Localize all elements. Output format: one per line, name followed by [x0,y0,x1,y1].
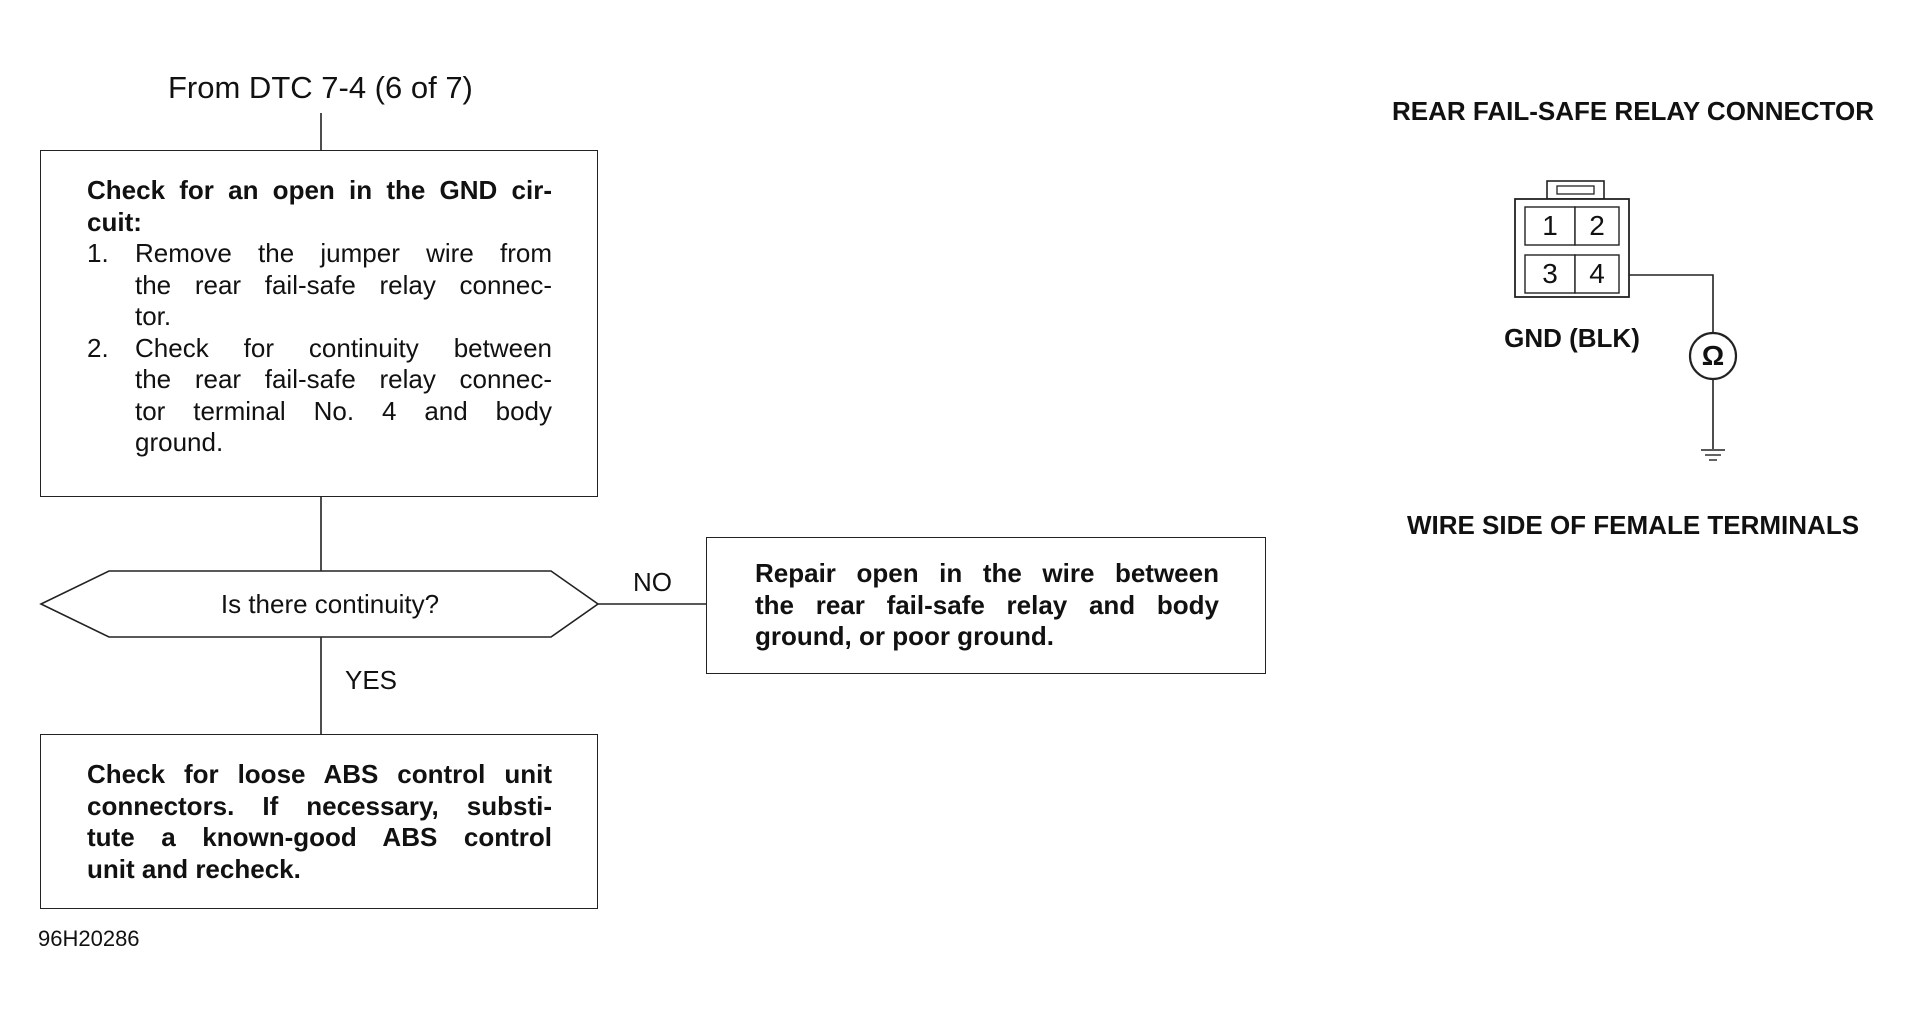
repair-open-text: Repair open in the wire between the rear… [755,558,1219,651]
list-item: 2. Check for continuity between the rear… [87,332,552,458]
ohm-symbol: Ω [1701,340,1725,371]
terminal-cell-4 [1574,254,1620,294]
check-abs-connectors-box: Check for loose ABS control unit connect… [40,734,598,909]
terminal-cell-1 [1524,206,1576,246]
no-label: NO [633,567,672,597]
terminal-4-label: 4 [1589,258,1605,289]
decision-hexagon [39,570,600,638]
ground-symbol-icon [1701,449,1725,461]
decision-question: Is there continuity? [220,589,440,619]
figure-id: 96H20286 [38,926,140,951]
gnd-label: GND (BLK) [1504,323,1640,353]
repair-open-box: Repair open in the wire between the rear… [706,537,1266,674]
terminal-3-label: 3 [1542,258,1558,289]
terminal-cell-2 [1574,206,1620,246]
connector-title: REAR FAIL-SAFE RELAY CONNECTOR [1391,96,1874,126]
yes-label: YES [345,665,398,695]
probe-wire [1629,274,1714,333]
check-gnd-circuit-box: Check for an open in the GND cir- cuit: … [40,150,598,497]
terminal-2-label: 2 [1589,210,1605,241]
terminal-cell-3 [1524,254,1576,294]
from-label: From DTC 7-4 (6 of 7) [168,70,473,105]
step1-list: 1. Remove the jumper wire from the rear … [87,238,552,459]
relay-connector-diagram [1514,180,1738,461]
list-item: 1. Remove the jumper wire from the rear … [87,238,552,331]
check-abs-connectors-text: Check for loose ABS control unit connect… [87,759,552,884]
terminal-1-label: 1 [1542,210,1558,241]
connector-footer: WIRE SIDE OF FEMALE TERMINALS [1406,510,1860,540]
step1-title: Check for an open in the GND cir- cuit: [87,175,552,237]
